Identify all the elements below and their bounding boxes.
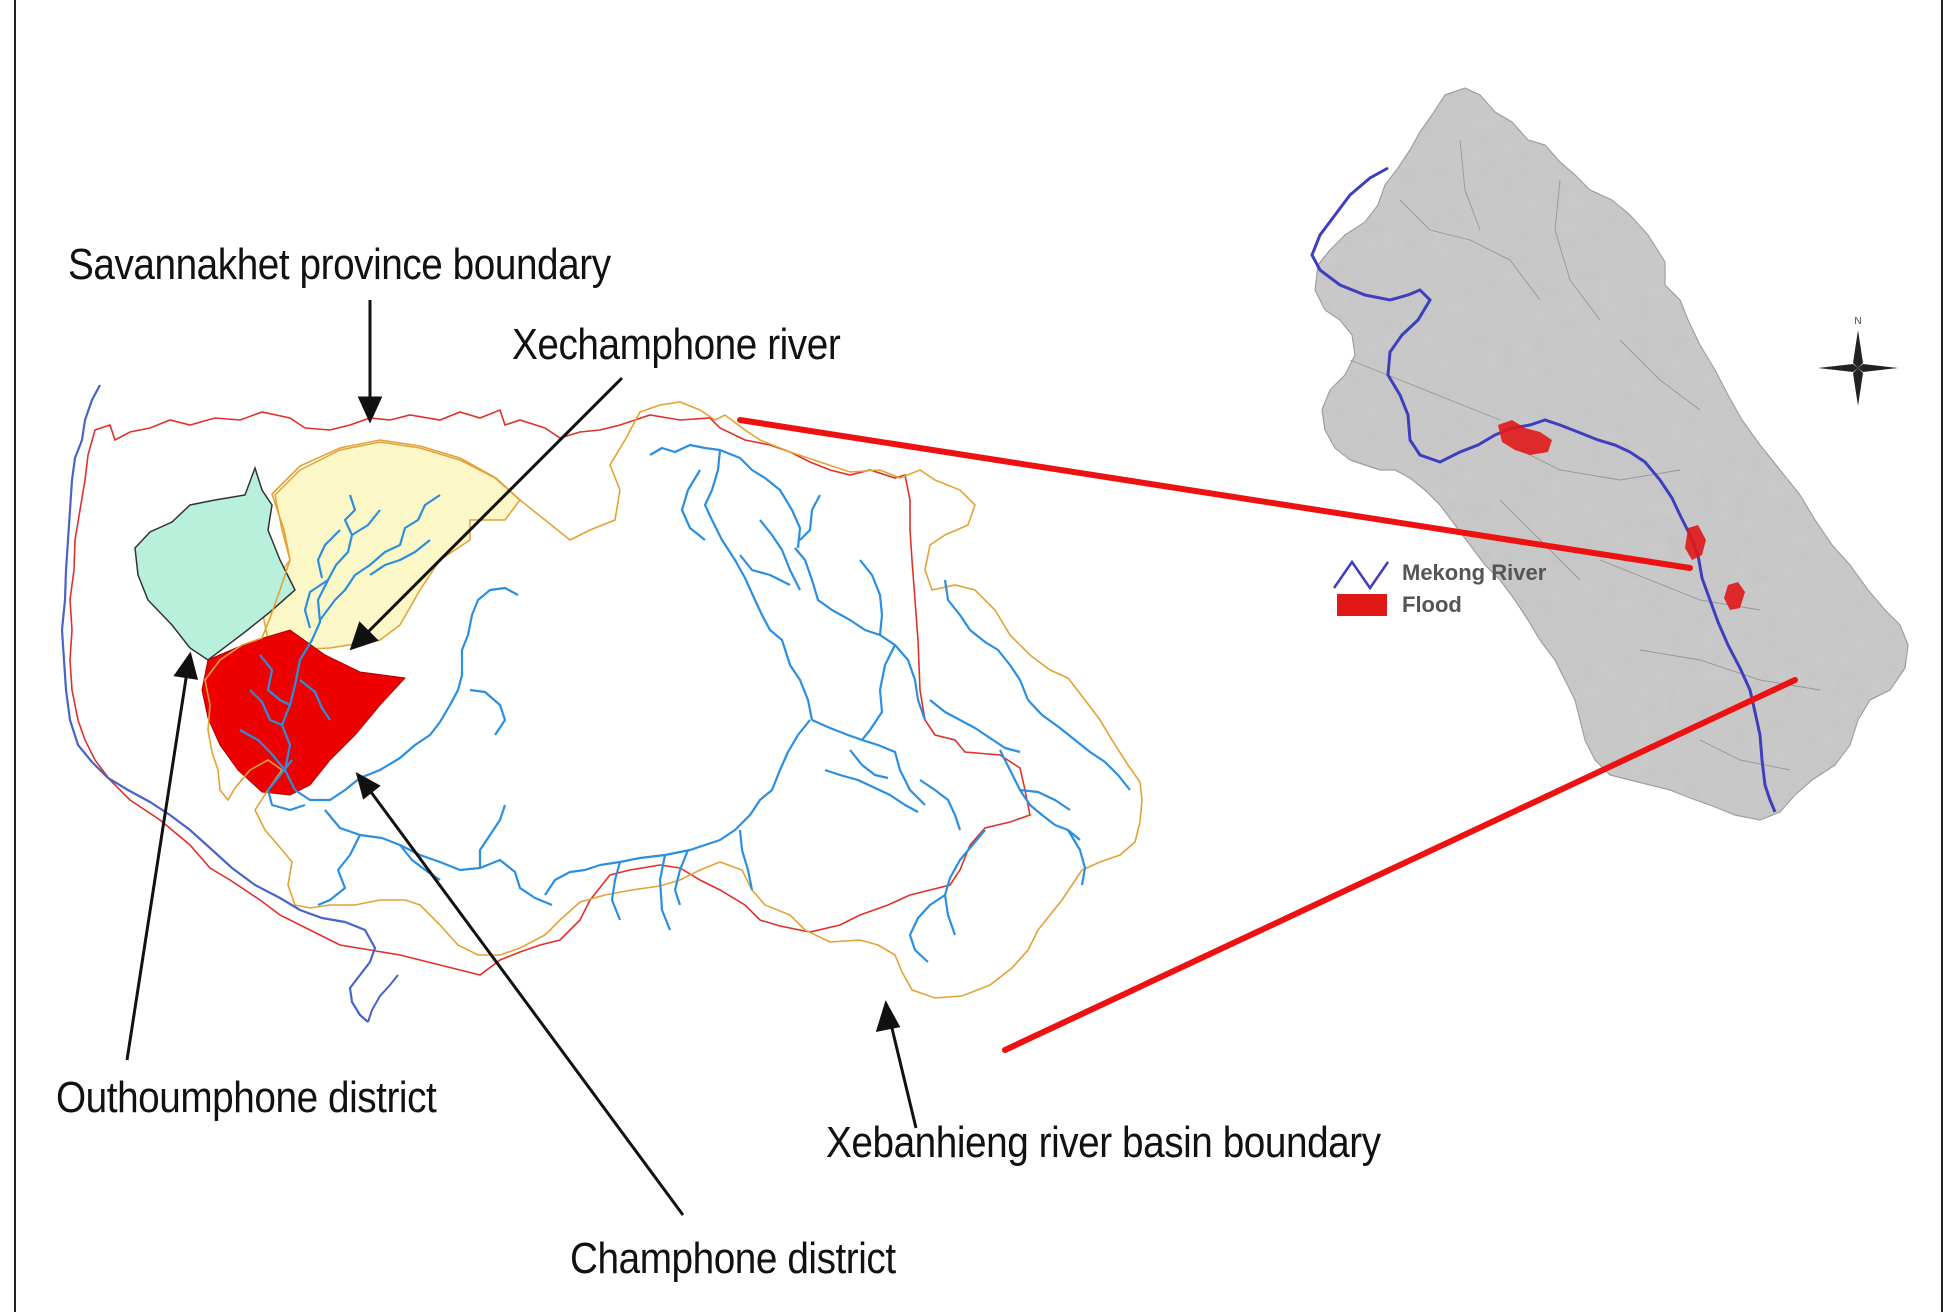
legend-flood-swatch bbox=[1337, 594, 1387, 616]
label-champhone-district: Champhone district bbox=[570, 1234, 896, 1283]
compass-rose-icon: N bbox=[1818, 316, 1898, 406]
legend-mekong-icon bbox=[1332, 559, 1390, 591]
arrow-head-province bbox=[357, 396, 383, 424]
flood-areas bbox=[1498, 420, 1745, 610]
outhoumphone-district-area bbox=[134, 465, 296, 661]
figure-frame bbox=[14, 0, 1943, 1312]
label-xechamphone-river: Xechamphone river bbox=[512, 320, 841, 369]
mekong-tail bbox=[367, 974, 399, 1023]
label-outhoumphone-district: Outhoumphone district bbox=[56, 1073, 437, 1122]
label-province-boundary: Savannakhet province boundary bbox=[68, 240, 611, 289]
callout-lines bbox=[737, 417, 1798, 1053]
arrow-head-basin bbox=[875, 1000, 901, 1032]
laos-overview-map: N bbox=[1310, 87, 1909, 821]
legend-flood-label: Flood bbox=[1402, 592, 1462, 617]
label-basin-boundary: Xebanhieng river basin boundary bbox=[826, 1118, 1381, 1167]
arrow-head-champhone bbox=[355, 771, 381, 800]
river-network bbox=[239, 443, 1131, 963]
basin-map bbox=[60, 384, 1143, 1023]
callout-line-top bbox=[737, 417, 1693, 571]
legend-mekong-label: Mekong River bbox=[1402, 560, 1547, 585]
callout-line-bottom bbox=[1002, 677, 1798, 1053]
arrow-head-outhoumphone bbox=[173, 651, 199, 680]
champhone-district-area bbox=[201, 629, 407, 796]
map-legend bbox=[1332, 559, 1390, 616]
annotation-arrows bbox=[125, 300, 918, 1216]
province-lines bbox=[1349, 139, 1821, 771]
xechamphone-area bbox=[261, 441, 522, 651]
province-boundary-line bbox=[69, 408, 1031, 976]
basin-boundary-line bbox=[204, 401, 1143, 999]
svg-text:N: N bbox=[1854, 316, 1861, 327]
arrow-head-xechamphone bbox=[349, 621, 379, 651]
mekong-river-line bbox=[60, 384, 377, 1023]
